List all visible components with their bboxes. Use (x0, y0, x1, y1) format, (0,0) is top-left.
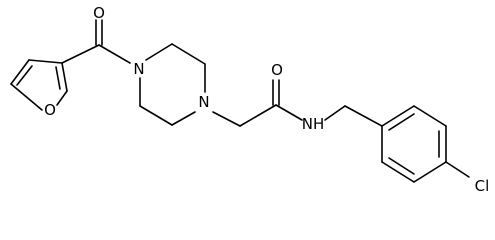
bond (413, 161, 447, 183)
bond (445, 161, 470, 178)
bond (10, 83, 43, 111)
amide-oxygen-label: O (271, 61, 283, 79)
bond (10, 59, 30, 85)
bond (145, 43, 173, 61)
piperazine-nitrogen-bottom-label: N (198, 93, 209, 111)
chemical-structure: O O N N O NH Cl (10, 4, 489, 195)
bond (61, 44, 100, 64)
bond (212, 111, 241, 127)
bond (388, 113, 415, 131)
bond (344, 105, 383, 127)
bond (275, 104, 303, 121)
bond (16, 65, 33, 86)
atom-labels: O O N N O NH Cl (44, 4, 489, 195)
bond (55, 66, 61, 90)
bond (324, 105, 346, 121)
bond (171, 111, 196, 126)
furan-oxygen-label: O (44, 101, 56, 119)
bond (239, 104, 277, 127)
bonds (10, 19, 470, 183)
bond (139, 105, 173, 126)
bond (388, 157, 415, 175)
piperazine-nitrogen-top-label: N (133, 60, 144, 78)
bond (171, 43, 206, 65)
bond (98, 44, 131, 64)
carbonyl-oxygen-label: O (93, 4, 105, 22)
bond (56, 90, 68, 106)
bond (413, 105, 447, 127)
chlorine-label: Cl (475, 177, 490, 195)
amide-nh-label: NH (302, 115, 325, 133)
bond (28, 59, 63, 64)
bond (61, 62, 68, 92)
bond (381, 105, 415, 127)
bond (381, 161, 415, 183)
